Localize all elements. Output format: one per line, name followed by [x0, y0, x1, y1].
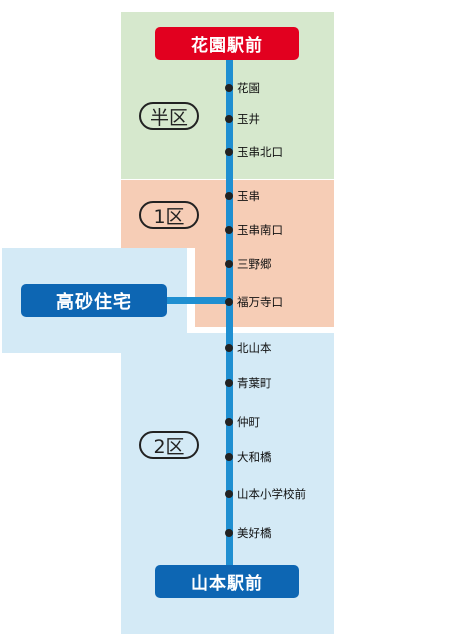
stop-dot-yamatobashi [225, 453, 233, 461]
stop-label-tamagushi-kitaguchi[interactable]: 玉串北口 [237, 145, 283, 159]
stop-dot-aobacho [225, 379, 233, 387]
terminal-yamamoto-ekimae[interactable]: 山本駅前 [155, 565, 299, 598]
stop-label-nakamachi[interactable]: 仲町 [237, 415, 260, 429]
stop-label-aobacho[interactable]: 青葉町 [237, 376, 272, 390]
stop-label-hanazono[interactable]: 花園 [237, 81, 260, 95]
stop-dot-fukumanjiguchi [225, 298, 233, 306]
stop-dot-nakamachi [225, 418, 233, 426]
stop-label-tamagushi[interactable]: 玉串 [237, 189, 260, 203]
zone-half-label: 半区 [139, 102, 199, 130]
stop-dot-hanazono [225, 84, 233, 92]
stop-label-miyoshibashi[interactable]: 美好橋 [237, 526, 272, 540]
stop-dot-tamai [225, 115, 233, 123]
stop-label-tamai[interactable]: 玉井 [237, 112, 260, 126]
main-route-line [226, 52, 233, 582]
stop-dot-sannogo [225, 260, 233, 268]
stop-label-tamagushi-minamiguchi[interactable]: 玉串南口 [237, 223, 283, 237]
stop-label-yamamoto-shogakkomae[interactable]: 山本小学校前 [237, 487, 306, 501]
stop-label-fukumanjiguchi[interactable]: 福万寺口 [237, 295, 283, 309]
stop-dot-tamagushi-kitaguchi [225, 148, 233, 156]
terminal-hanazono-ekimae[interactable]: 花園駅前 [155, 27, 299, 60]
stop-dot-tamagushi-minamiguchi [225, 226, 233, 234]
branch-route-line [165, 297, 227, 304]
zone-gap [187, 248, 195, 328]
stop-dot-kitayamamoto [225, 344, 233, 352]
stop-label-yamatobashi[interactable]: 大和橋 [237, 450, 272, 464]
terminal-takasago-jutaku[interactable]: 高砂住宅 [21, 284, 167, 317]
stop-label-sannogo[interactable]: 三野郷 [237, 257, 272, 271]
zone-two-label: 2区 [139, 431, 199, 459]
zone-one-label: 1区 [139, 201, 199, 229]
stop-dot-miyoshibashi [225, 529, 233, 537]
stop-dot-tamagushi [225, 192, 233, 200]
stop-dot-yamamoto-shogakkomae [225, 490, 233, 498]
stop-label-kitayamamoto[interactable]: 北山本 [237, 341, 272, 355]
